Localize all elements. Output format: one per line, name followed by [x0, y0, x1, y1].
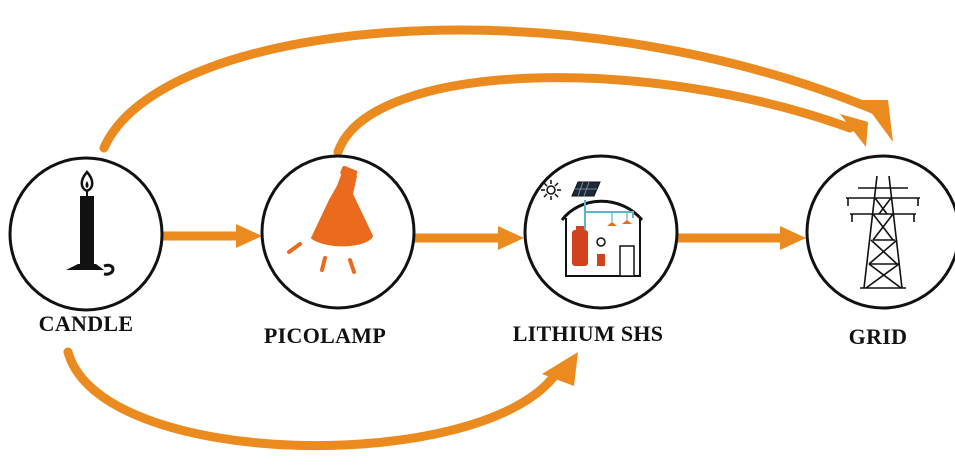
lamp-icon: [287, 165, 373, 274]
node-label-grid: GRID: [849, 324, 908, 349]
node-circle: [523, 154, 679, 310]
candle-icon: [66, 170, 115, 276]
node-label-picolamp: PICOLAMP: [264, 323, 386, 348]
arrow-candle-to-lithium: [63, 347, 560, 451]
node-circle: [805, 154, 955, 310]
node-label-candle: CANDLE: [39, 311, 134, 336]
power-tower-icon: [846, 175, 920, 289]
node-candle: CANDLE: [8, 156, 164, 336]
node-picolamp: PICOLAMP: [260, 154, 416, 348]
node-label-lithium-shs: LITHIUM SHS: [513, 321, 664, 346]
node-grid: GRID: [805, 154, 955, 349]
solar-house-icon: [541, 180, 644, 277]
arrowhead-picolamp-to-grid: [840, 114, 868, 147]
arrowhead-candle-to-grid: [862, 100, 893, 142]
arrowhead-lithium-to-grid: [780, 226, 806, 250]
node-lithium-shs: LITHIUM SHS: [513, 154, 679, 346]
arrowhead-picolamp-to-lithium: [498, 226, 524, 250]
arrowhead-candle-to-lithium: [542, 352, 578, 386]
arrow-picolamp-to-grid: [333, 73, 855, 157]
sun-icon: [541, 180, 561, 200]
arrows: [63, 25, 893, 451]
arrowhead-candle-to-picolamp: [236, 224, 262, 248]
solar-panel-icon: [571, 181, 601, 197]
arrow-candle-to-grid: [99, 25, 880, 153]
